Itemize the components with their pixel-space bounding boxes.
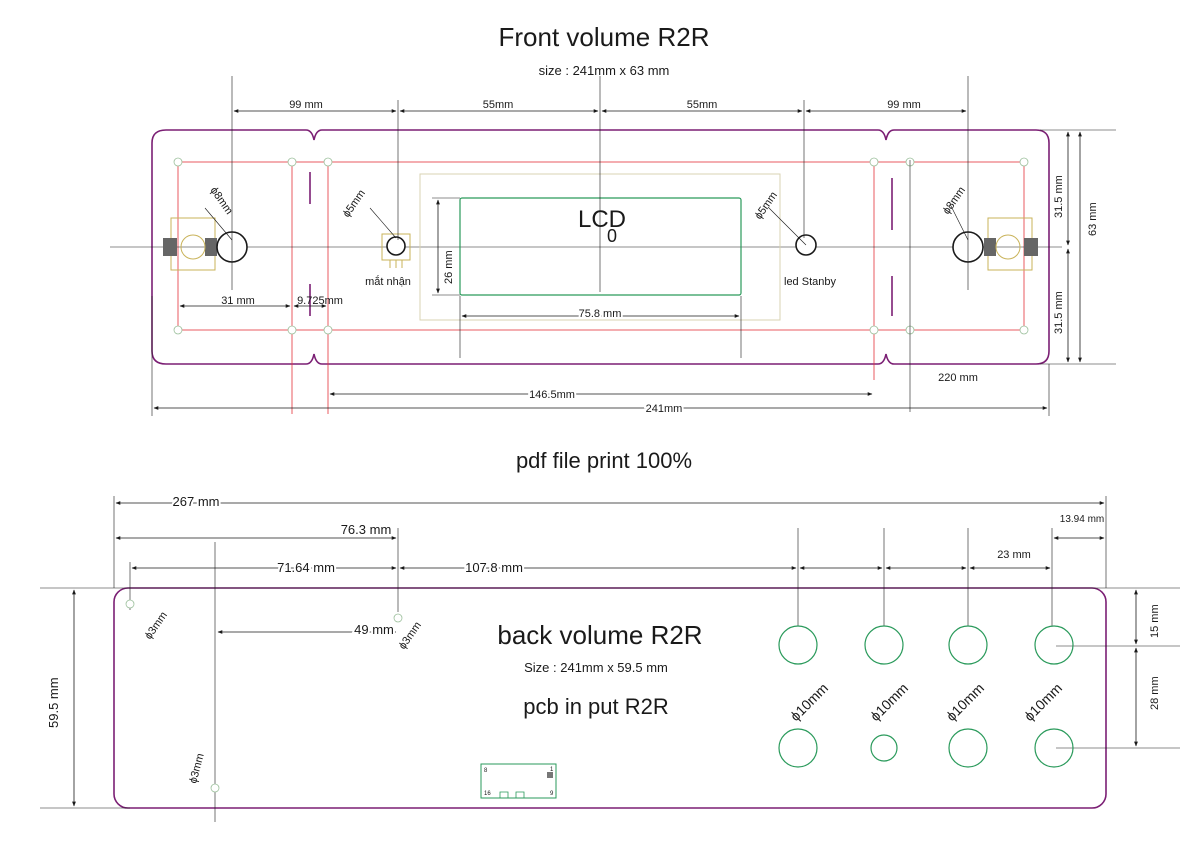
back-pcb-label: pcb in put R2R: [523, 694, 669, 719]
back-hole-a: [125, 599, 135, 609]
front-dim-31: 31 mm: [221, 295, 255, 307]
ir-receiver: [381, 233, 411, 268]
pcb-pin-16: 16: [484, 791, 491, 797]
back-phi10-3-label: ϕ10mm: [943, 680, 987, 724]
front-dim-31-5-top: 31.5 mm: [1053, 175, 1065, 218]
back-dim-59-5: 59.5 mm: [46, 677, 61, 728]
print-note: pdf file print 100%: [516, 448, 692, 473]
phi8-left-label: ϕ8mm: [208, 185, 235, 217]
front-dim-99-left: 99 mm: [289, 99, 323, 111]
lcd-window: [459, 197, 742, 296]
back-dim-267: 267 mm: [173, 494, 220, 509]
back-phi3-a-label: ϕ3mm: [143, 610, 170, 642]
front-panel-outline: [151, 129, 1050, 365]
back-title: back volume R2R: [497, 620, 702, 650]
back-dim-107-8: 107.8 mm: [465, 560, 523, 575]
back-phi3-b-label: ϕ3mm: [397, 620, 424, 652]
right-potentiometer: [952, 217, 1038, 271]
back-dim-13-94: 13.94 mm: [1060, 514, 1104, 525]
phi5-right-label: ϕ5mm: [753, 190, 780, 222]
lcd-label: LCD: [578, 206, 626, 233]
phi5-left-label: ϕ5mm: [341, 188, 368, 220]
back-dim-15: 15 mm: [1149, 604, 1161, 638]
front-dim-75-8: 75.8 mm: [579, 308, 622, 320]
ir-receiver-label: mắt nhận: [365, 275, 411, 288]
back-dim-28: 28 mm: [1149, 676, 1161, 710]
back-phi10-1-label: ϕ10mm: [787, 680, 831, 724]
front-dim-146-5: 146.5mm: [529, 389, 575, 401]
front-dim-55-left: 55mm: [483, 99, 514, 111]
pcb-connector: 8 1 16 9: [480, 763, 557, 799]
led-standby-label: led Stanby: [784, 276, 836, 288]
back-dim-23: 23 mm: [997, 549, 1031, 561]
front-dim-55-right: 55mm: [687, 99, 718, 111]
front-dim-99-right: 99 mm: [887, 99, 921, 111]
front-dim-26: 26 mm: [443, 250, 455, 284]
front-size: size : 241mm x 63 mm: [539, 63, 670, 78]
front-dim-63: 63 mm: [1087, 202, 1099, 236]
front-dim-220: 220 mm: [938, 372, 978, 384]
pcb-pin-8: 8: [484, 768, 488, 774]
front-title: Front volume R2R: [499, 22, 710, 52]
front-dim-241: 241mm: [646, 403, 683, 415]
back-dim-71-64: 71.64 mm: [277, 560, 335, 575]
left-potentiometer: [163, 217, 248, 271]
back-hole-b: [393, 613, 403, 623]
back-jacks: [778, 625, 1074, 768]
front-dim-9-725: 9.725mm: [297, 295, 343, 307]
back-dim-76-3: 76.3 mm: [341, 522, 392, 537]
pcb-pin-9: 9: [550, 791, 554, 797]
back-phi10-2-label: ϕ10mm: [867, 680, 911, 724]
back-phi10-4-label: ϕ10mm: [1021, 680, 1065, 724]
back-dim-49: 49 mm: [354, 622, 394, 637]
lcd-zero: 0: [607, 226, 617, 246]
front-dim-31-5-bottom: 31.5 mm: [1053, 291, 1065, 334]
pcb-pin-1: 1: [550, 767, 554, 773]
back-hole-c: [210, 783, 220, 793]
phi8-right-label: ϕ8mm: [941, 185, 968, 217]
back-size: Size : 241mm x 59.5 mm: [524, 660, 668, 675]
back-phi3-c-label: ϕ3mm: [187, 752, 207, 785]
